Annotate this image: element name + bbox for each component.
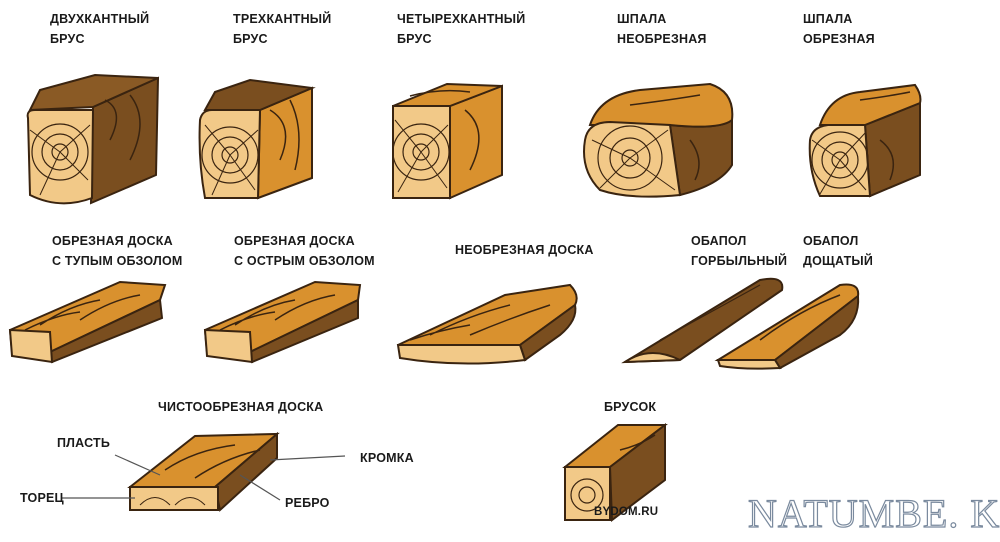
bar-figure — [562, 422, 668, 522]
label-line: ОБРЕЗНАЯ — [803, 32, 875, 46]
label-beam-two-edge: ДВУХКАНТНЫЙ БРУС — [50, 9, 149, 49]
label-board-sharp-wane: ОБРЕЗНАЯ ДОСКА С ОСТРЫМ ОБЗОЛОМ — [234, 231, 375, 271]
board-blunt-wane-figure — [8, 280, 167, 364]
label-line: ШПАЛА — [617, 12, 667, 26]
label-bar: БРУСОК — [604, 397, 656, 417]
label-line: С ТУПЫМ ОБЗОЛОМ — [52, 254, 183, 268]
label-beam-four-edge: ЧЕТЫРЕХКАНТНЫЙ БРУС — [397, 9, 525, 49]
label-sleeper-unedged: ШПАЛА НЕОБРЕЗНАЯ — [617, 9, 707, 49]
beam-two-edge-figure — [26, 73, 160, 205]
label-line: ОБАПОЛ — [803, 234, 859, 248]
label-sleeper-edged: ШПАЛА ОБРЕЗНАЯ — [803, 9, 875, 49]
label-line: НЕОБРЕЗНАЯ — [617, 32, 707, 46]
beam-three-edge-figure — [198, 78, 316, 200]
board-clean-edged-figure — [127, 431, 280, 512]
label-line: ГОРБЫЛЬНЫЙ — [691, 254, 788, 268]
label-line: С ОСТРЫМ ОБЗОЛОМ — [234, 254, 375, 268]
label-line: ЧИСТООБРЕЗНАЯ ДОСКА — [158, 400, 324, 414]
label-board-unedged: НЕОБРЕЗНАЯ ДОСКА — [455, 240, 594, 260]
label-line: ОБРЕЗНАЯ ДОСКА — [234, 234, 355, 248]
label-board-clean-edged: ЧИСТООБРЕЗНАЯ ДОСКА — [158, 397, 323, 417]
board-unedged-figure — [396, 283, 578, 365]
label-board-blunt-wane: ОБРЕЗНАЯ ДОСКА С ТУПЫМ ОБЗОЛОМ — [52, 231, 183, 271]
part-label-edge: КРОМКА — [360, 451, 414, 465]
label-slab-board: ОБАПОЛ ДОЩАТЫЙ — [803, 231, 873, 271]
part-leader-lines — [62, 454, 346, 501]
sleeper-edged-figure — [808, 83, 922, 198]
slab-log-figure — [621, 277, 784, 364]
beam-four-edge-figure — [392, 82, 503, 200]
board-sharp-wane-figure — [203, 280, 362, 364]
label-line: БРУС — [50, 32, 85, 46]
part-label-arris: РЕБРО — [285, 496, 330, 510]
label-line: ТРЕХКАНТНЫЙ — [233, 12, 332, 26]
label-line: ОБРЕЗНАЯ ДОСКА — [52, 234, 173, 248]
label-line: БРУС — [397, 32, 432, 46]
part-label-end: ТОРЕЦ — [20, 491, 64, 505]
label-line: ДОЩАТЫЙ — [803, 254, 874, 268]
label-line: ШПАЛА — [803, 12, 853, 26]
label-slab-log: ОБАПОЛ ГОРБЫЛЬНЫЙ — [691, 231, 787, 271]
label-line: НЕОБРЕЗНАЯ ДОСКА — [455, 243, 594, 257]
label-line: БРУС — [233, 32, 268, 46]
credit-text: BYDOM.RU — [594, 506, 659, 518]
label-line: ЧЕТЫРЕХКАНТНЫЙ — [397, 12, 526, 26]
label-line: БРУСОК — [604, 400, 657, 414]
part-label-face: ПЛАСТЬ — [57, 436, 111, 450]
watermark: NATUMBE. KZ — [747, 490, 1000, 536]
slab-board-figure — [714, 283, 860, 370]
label-line: ОБАПОЛ — [691, 234, 747, 248]
label-beam-three-edge: ТРЕХКАНТНЫЙ БРУС — [233, 9, 331, 49]
sleeper-unedged-figure — [583, 82, 734, 198]
label-line: ДВУХКАНТНЫЙ — [50, 12, 150, 26]
